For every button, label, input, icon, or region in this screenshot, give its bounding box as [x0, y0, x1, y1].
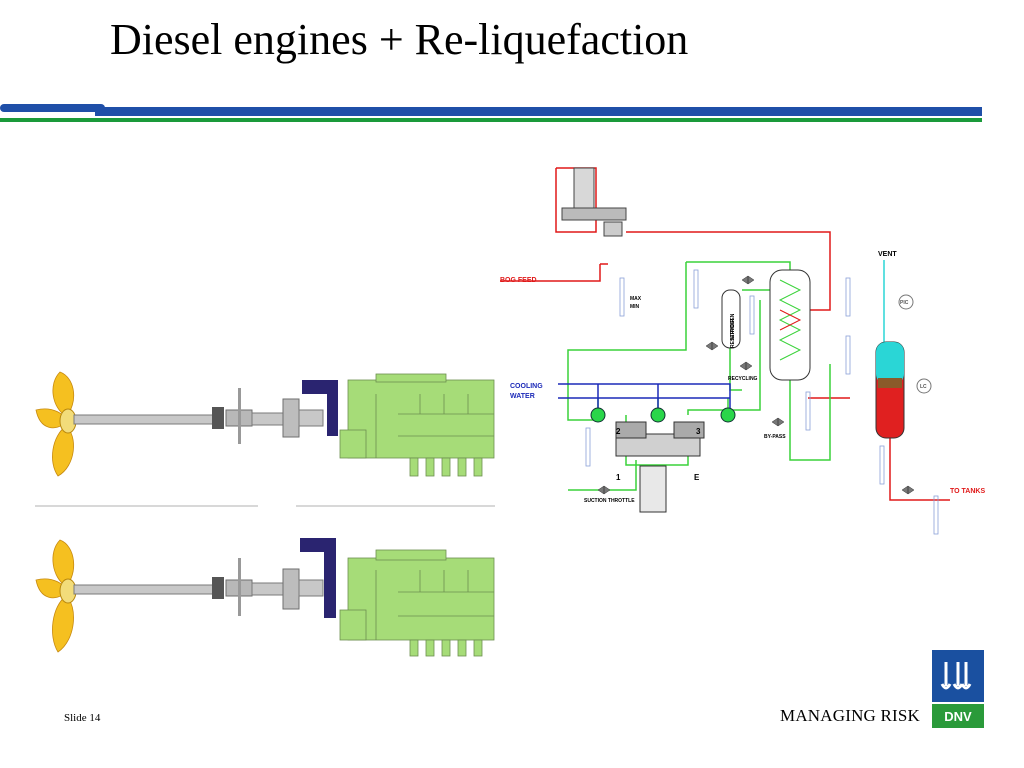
separator-vessel-icon	[875, 341, 905, 439]
nitrogen-reservoir-label: NITROGEN	[730, 313, 736, 340]
managing-risk-tagline: MANAGING RISK	[780, 706, 921, 725]
reservoir-label: RESERVOIR	[730, 318, 736, 348]
diesel-engine-icon	[339, 549, 495, 657]
cooler-coil-icons	[590, 407, 736, 423]
valve-icon	[597, 275, 915, 495]
compressor-icon	[561, 167, 627, 237]
propeller-shaft	[73, 558, 324, 616]
dnv-logo-text: DNV	[944, 709, 972, 724]
stage-e-label: E	[694, 473, 700, 482]
heat-exchanger-icon	[769, 269, 811, 381]
propeller-icon	[35, 539, 77, 653]
propeller-shaft	[73, 388, 324, 444]
reliquefaction-schematic: NITROGEN PIC LC	[500, 167, 985, 535]
vent-label: VENT	[878, 251, 897, 258]
dnv-anchor-logo-icon: DNV	[932, 650, 984, 728]
pressure-controller-pic: PIC	[898, 294, 914, 310]
min-label: MIN	[630, 304, 640, 310]
slide-number: Slide 14	[64, 712, 101, 724]
band-blue-stripe	[0, 104, 105, 112]
diesel-drive-train-lower	[35, 538, 495, 657]
lc-label: LC	[920, 384, 927, 390]
band-blue-stripe-long	[95, 107, 982, 116]
bog-feed-label: BOG FEED	[500, 277, 537, 284]
title-underline-band	[0, 104, 982, 122]
gearbox-bracket	[300, 538, 336, 618]
band-green-stripe	[0, 118, 982, 122]
by-pass-label: BY-PASS	[764, 434, 786, 440]
gauge-scales	[585, 269, 939, 535]
pic-label: PIC	[900, 300, 909, 306]
to-tanks-label: TO TANKS	[950, 488, 985, 495]
stage-1-label: 1	[616, 473, 621, 482]
diesel-drive-train-upper	[35, 371, 495, 477]
water-label: WATER	[510, 393, 535, 400]
max-label: MAX	[630, 296, 642, 302]
stage-2-label: 2	[616, 427, 621, 436]
gearbox-bracket	[302, 380, 338, 436]
stage-3-label: 3	[696, 427, 701, 436]
cooling-water-lines	[558, 383, 731, 410]
diesel-engine-icon	[339, 373, 495, 477]
suction-throttle-label: SUCTION THROTTLE	[584, 498, 635, 504]
train-separator-lines	[35, 505, 495, 507]
level-controller-lc: LC	[916, 378, 932, 394]
slide-title: Diesel engines + Re-liquefaction	[110, 15, 689, 64]
propeller-icon	[35, 371, 77, 477]
compressor-icon	[615, 421, 705, 513]
nitrogen-reservoir-vessel: NITROGEN	[721, 289, 741, 349]
cooling-label: COOLING	[510, 383, 543, 390]
recycling-label: RECYCLING	[728, 376, 758, 382]
